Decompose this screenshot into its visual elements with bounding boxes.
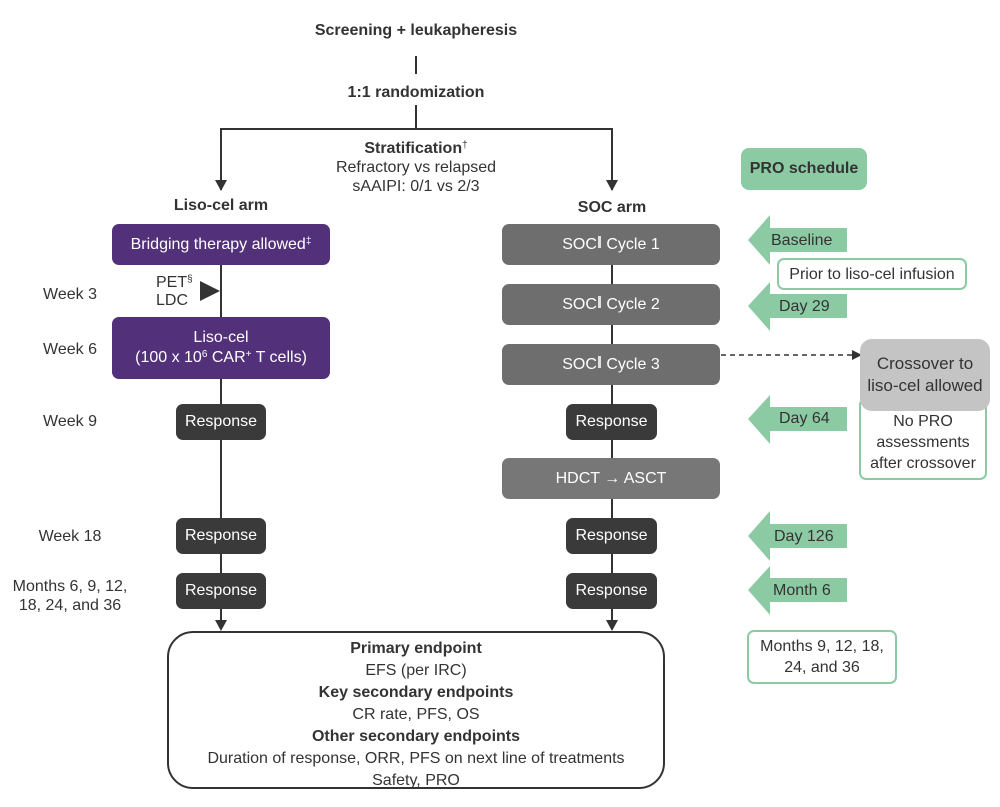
- pro-schedule-title: PRO schedule: [741, 148, 867, 190]
- footnote-mark: [597, 355, 601, 368]
- screening-label: Screening + leukapheresis: [314, 22, 518, 39]
- soc-response-week18: Response: [566, 518, 657, 554]
- pro-baseline-note: Prior to liso-cel infusion: [777, 258, 967, 290]
- pet-ldc-arrow-icon: [200, 281, 220, 301]
- pro-day64-label: Day 64: [779, 410, 830, 427]
- pro-arrow-day126: [748, 511, 847, 561]
- liso-response-week18: Response: [176, 518, 266, 554]
- pro-day126-label: Day 126: [774, 528, 834, 545]
- pro-month6-label: Month 6: [773, 582, 831, 599]
- soc-cycle-2: SOC Cycle 2: [502, 284, 720, 325]
- soc-arm-title: SOC arm: [577, 199, 647, 216]
- timeline-week18: Week 18: [38, 528, 102, 545]
- no-pro-note: No PRO assessments after crossover: [859, 398, 987, 480]
- soc-response-months: Response: [566, 573, 657, 609]
- crossover-arrow-icon: [852, 350, 862, 360]
- liso-response-months: Response: [176, 573, 266, 609]
- endpoints-box: Primary endpoint EFS (per IRC) Key secon…: [167, 631, 665, 789]
- timeline-week6: Week 6: [43, 341, 97, 358]
- pro-day29-label: Day 29: [779, 298, 830, 315]
- pro-months-note: Months 9, 12, 18, 24, and 36: [747, 630, 897, 684]
- key-secondary-title: Key secondary endpoints: [318, 684, 514, 701]
- other-secondary-title: Other secondary endpoints: [311, 728, 521, 745]
- pet-ldc-label: PET§ LDC: [156, 274, 193, 309]
- soc-response-week9: Response: [566, 404, 657, 440]
- pro-arrow-day29: [748, 282, 847, 331]
- other-secondary-value-2: Safety, PRO: [372, 772, 460, 789]
- stratification-line: Refractory vs relapsed: [335, 159, 497, 176]
- primary-endpoint-value: EFS (per IRC): [365, 662, 467, 679]
- liso-arm-title: Liso-cel arm: [173, 197, 269, 214]
- line-randomization-branch: [220, 128, 613, 190]
- arrow-soc-to-endpoints: [606, 620, 618, 631]
- pro-arrow-month6: [748, 566, 847, 615]
- soc-cycle-3: SOC Cycle 3: [502, 344, 720, 385]
- soc-cycle-1: SOC Cycle 1: [502, 224, 720, 265]
- timeline-week9: Week 9: [43, 413, 97, 430]
- footnote-mark: [597, 295, 601, 308]
- footnote-mark: [597, 235, 601, 248]
- key-secondary-value: CR rate, PFS, OS: [352, 706, 480, 723]
- pro-arrow-baseline: [748, 215, 847, 265]
- arrow-liso-to-endpoints: [215, 620, 227, 631]
- stratification-line: sAAIPI: 0/1 vs 2/3: [352, 178, 480, 195]
- stratification-title: Stratification†: [364, 140, 468, 157]
- pro-arrow-day64: [748, 395, 847, 444]
- hdct-asct-box: HDCT → ASCT: [502, 458, 720, 499]
- timeline-months: Months 6, 9, 12, 18, 24, and 36: [12, 578, 128, 614]
- arrow-to-liso-arm: [215, 180, 227, 191]
- stratification-block: Stratification† Refractory vs relapsed s…: [296, 139, 536, 196]
- crossover-box: Crossover to liso-cel allowed: [860, 339, 990, 411]
- other-secondary-value: Duration of response, ORR, PFS on next l…: [207, 750, 625, 767]
- arrow-to-soc-arm: [606, 180, 618, 191]
- bridging-therapy-box: Bridging therapy allowed‡: [112, 224, 330, 265]
- pro-baseline-label: Baseline: [771, 232, 833, 249]
- lisocel-infusion-box: Liso-cel (100 x 106 CAR+ T cells): [112, 317, 330, 379]
- randomization-label: 1:1 randomization: [347, 84, 485, 101]
- timeline-week3: Week 3: [43, 286, 97, 303]
- primary-endpoint-title: Primary endpoint: [350, 640, 482, 657]
- liso-response-week9: Response: [176, 404, 266, 440]
